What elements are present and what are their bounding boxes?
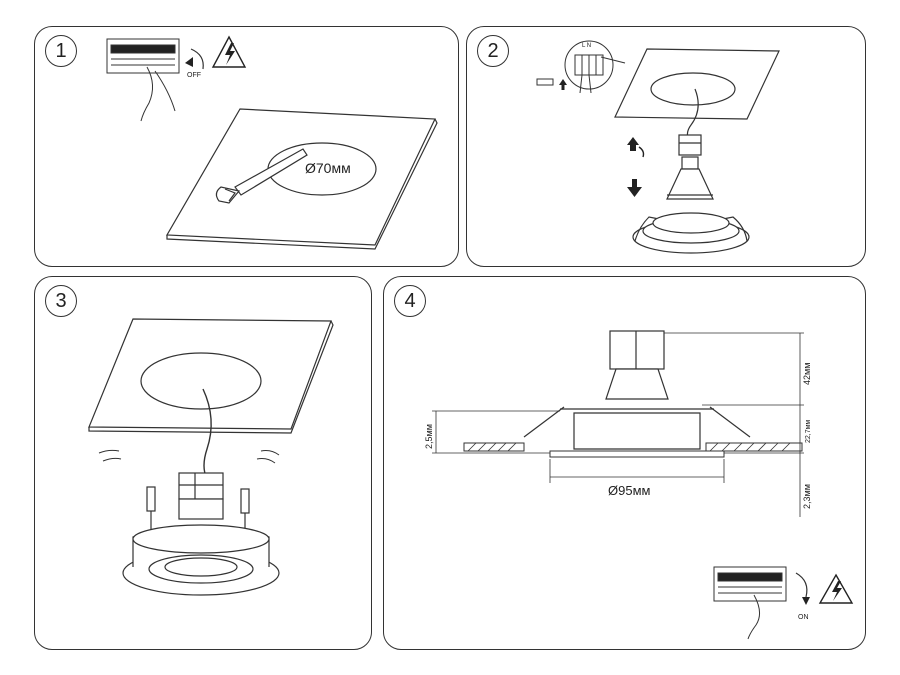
step-1-illustration: OFF Ø70мм [106, 35, 438, 250]
supply-wire [202, 388, 212, 480]
hole-saw-icon [215, 148, 308, 204]
switch-arrow-icon [795, 572, 808, 598]
switch-arrow-icon [190, 48, 204, 70]
motion-lines-right [256, 450, 280, 464]
high-voltage-warning-icon [211, 35, 247, 68]
switch-on-label: ON [798, 614, 809, 621]
spotlight-housing-icon [122, 498, 280, 596]
step-4-number: 4 [394, 285, 426, 317]
circuit-breaker-icon [106, 38, 180, 122]
step-1-number: 1 [45, 35, 77, 67]
spotlight-housing-icon [632, 212, 750, 254]
step-2-number: 2 [477, 35, 509, 67]
outer-diameter-label: Ø95мм [608, 483, 651, 498]
high-voltage-warning-icon [818, 573, 854, 604]
step-1-panel: 1 OFF Ø70мм [34, 26, 459, 267]
lamp-socket-icon [678, 134, 702, 156]
switch-off-label: OFF [187, 72, 201, 79]
dimension-lines [432, 332, 804, 517]
gu10-bulb-icon [666, 156, 714, 200]
circuit-breaker-icon [713, 566, 787, 640]
step-3-number: 3 [45, 285, 77, 317]
switch-arrow-head [185, 57, 193, 67]
bottom-dimension-label: 2,3мм [802, 484, 812, 509]
connector-icon [536, 78, 567, 90]
step-2-panel: 2 L N [466, 26, 866, 267]
trim-ring [549, 450, 725, 458]
socket-cross-section [523, 330, 751, 450]
step-3-panel: 3 [34, 276, 372, 650]
cutout-hole [650, 72, 736, 106]
ceiling-section-left [463, 442, 525, 452]
hole-diameter-label: Ø70мм [305, 160, 351, 176]
ceiling-section-right [705, 442, 803, 452]
step-4-panel: 4 [383, 276, 866, 650]
left-dimension-label: 2,5мм [424, 424, 434, 449]
cutout-hole [140, 352, 262, 410]
step-3-illustration [88, 318, 334, 596]
step-4-illustration: 42мм 22,7мм 2,5мм 2,3мм Ø95мм ON [424, 330, 854, 640]
rim-dimension-label: 22,7мм [805, 420, 812, 443]
down-arrow-icon [627, 179, 642, 197]
height-dimension-label: 42мм [802, 363, 812, 385]
motion-lines-left [98, 449, 122, 462]
step-2-illustration: L N [536, 40, 780, 254]
lamp-socket-icon [178, 472, 224, 500]
terminal-block-icon [564, 40, 626, 94]
switch-arrow-head [802, 597, 810, 605]
rotate-arrow-icon [627, 137, 645, 158]
wiring-label: L N [582, 43, 591, 49]
